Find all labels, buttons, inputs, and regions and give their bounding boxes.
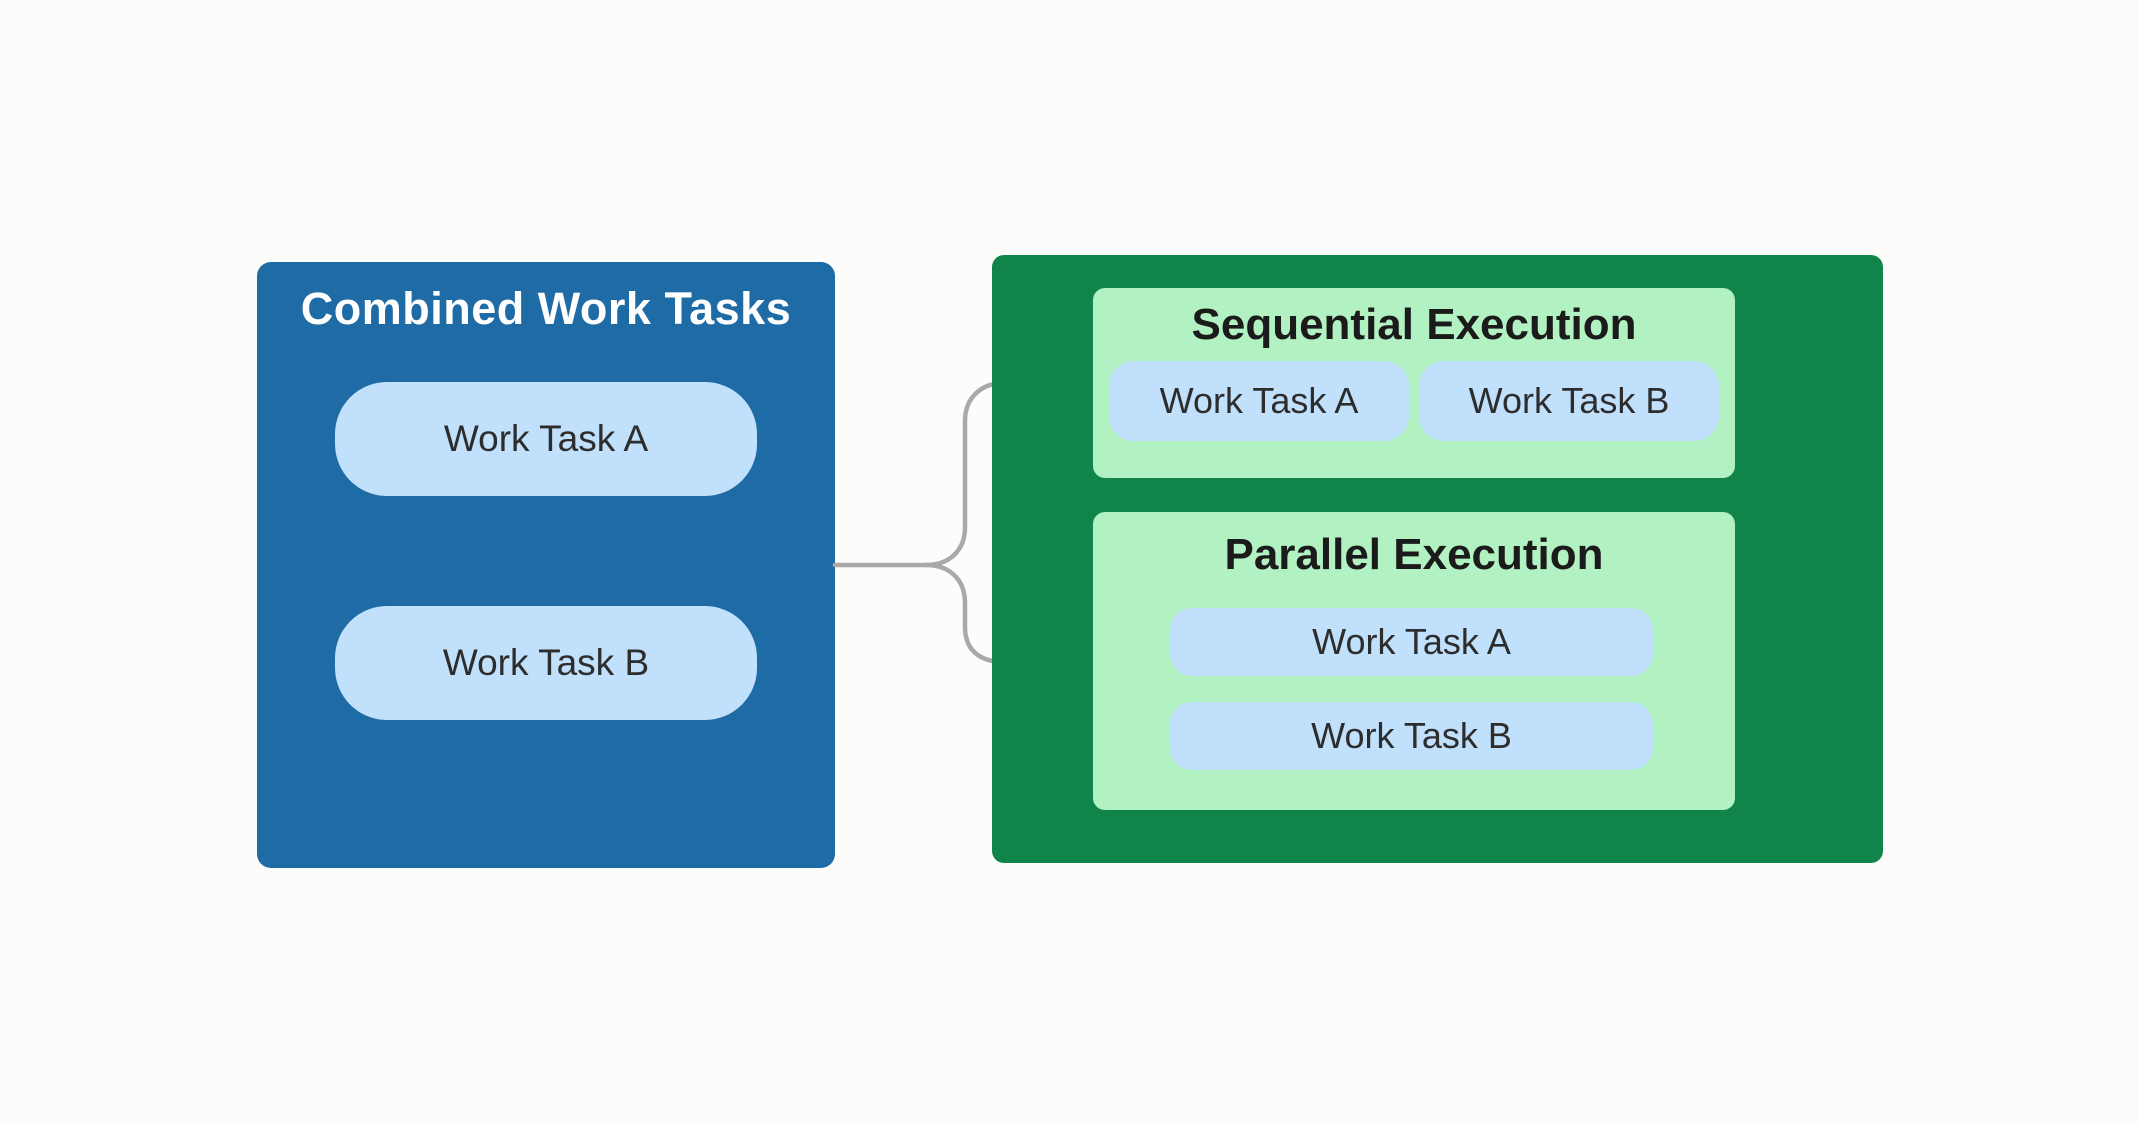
parallel-task-b-node: Work Task B: [1170, 702, 1653, 770]
execution-modes-panel: Sequential Execution Work Task A Work Ta…: [992, 255, 1883, 863]
sequential-execution-group: Sequential Execution Work Task A Work Ta…: [1093, 288, 1735, 478]
combined-work-tasks-panel: Combined Work Tasks Work Task A Work Tas…: [257, 262, 835, 868]
sequential-task-row: Work Task A Work Task B: [1093, 361, 1735, 441]
parallel-execution-title: Parallel Execution: [1224, 530, 1604, 579]
parallel-execution-group: Parallel Execution Work Task A Work Task…: [1093, 512, 1735, 810]
combined-work-tasks-title: Combined Work Tasks: [300, 283, 792, 334]
combined-task-b-node: Work Task B: [335, 606, 757, 720]
parallel-task-a-node: Work Task A: [1170, 608, 1653, 676]
sequential-task-a-node: Work Task A: [1109, 361, 1409, 441]
sequential-task-b-node: Work Task B: [1419, 361, 1719, 441]
sequential-execution-title: Sequential Execution: [1191, 300, 1637, 349]
combined-task-a-node: Work Task A: [335, 382, 757, 496]
